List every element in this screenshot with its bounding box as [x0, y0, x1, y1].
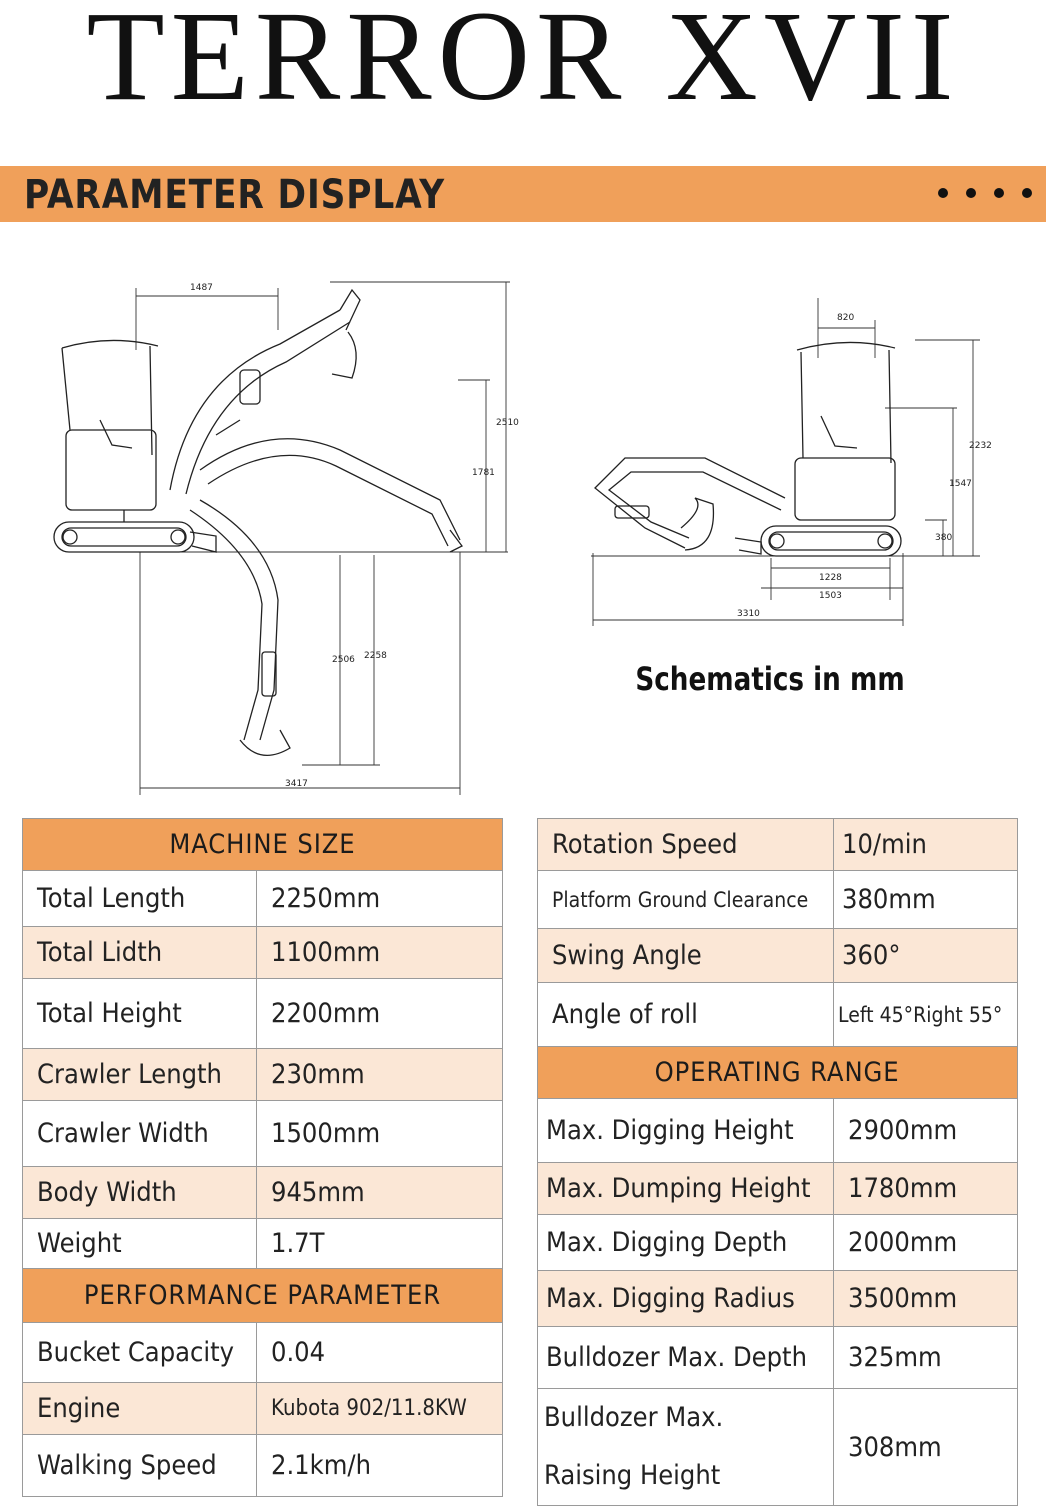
dot-icon [938, 188, 948, 198]
row-value: 380mm [833, 870, 1018, 929]
row-label: Swing Angle [537, 928, 834, 983]
performance-header: PERFORMANCE PARAMETER [22, 1268, 503, 1323]
row-label: Angle of roll [537, 982, 834, 1047]
table-row: Bulldozer Max. Raising Height 308mm [537, 1388, 1018, 1506]
machine-size-table: MACHINE SIZE Total Length 2250mm Total L… [22, 818, 503, 1497]
dim-label: 1487 [190, 283, 213, 293]
row-label: Total Length [22, 870, 257, 927]
row-value: 1500mm [256, 1100, 503, 1167]
banner-dots [938, 188, 1032, 198]
row-value: 0.04 [256, 1322, 503, 1383]
row-label: Max. Digging Height [537, 1098, 834, 1163]
table-row: Total Length 2250mm [22, 870, 503, 927]
dim-label: 820 [837, 313, 854, 323]
row-value: 10/min [833, 818, 1018, 871]
row-value: 325mm [833, 1326, 1018, 1389]
table-row: Bucket Capacity 0.04 [22, 1322, 503, 1383]
operating-range-header-row: OPERATING RANGE [537, 1046, 1018, 1099]
table-row: Platform Ground Clearance 380mm [537, 870, 1018, 929]
row-label: Bulldozer Max. Raising Height [537, 1388, 834, 1506]
row-label: Body Width [22, 1166, 257, 1219]
dim-label: 3417 [285, 779, 308, 789]
page-title: TERROR XVII [86, 0, 960, 127]
row-value: Left 45°Right 55° [833, 982, 1018, 1047]
dim-label: 3310 [737, 609, 760, 619]
row-value: 2.1km/h [256, 1434, 503, 1497]
row-value: 360° [833, 928, 1018, 983]
table-row: Bulldozer Max. Depth 325mm [537, 1326, 1018, 1389]
row-value: 1.7T [256, 1218, 503, 1269]
side-view-schematic: 1487 2510 1781 2506 2258 3417 [40, 270, 520, 800]
row-label: Bucket Capacity [22, 1322, 257, 1383]
dim-label: 1547 [949, 479, 972, 489]
table-row: Rotation Speed 10/min [537, 818, 1018, 871]
row-value: 230mm [256, 1048, 503, 1101]
dim-label: 2510 [496, 418, 519, 428]
table-row: Max. Digging Height 2900mm [537, 1098, 1018, 1163]
row-value: 3500mm [833, 1270, 1018, 1327]
row-value: 2900mm [833, 1098, 1018, 1163]
dot-icon [966, 188, 976, 198]
row-label: Crawler Width [22, 1100, 257, 1167]
rear-view-schematic: 820 2232 1547 380 1228 1503 3310 [585, 298, 1005, 638]
dim-label: 380 [935, 533, 952, 543]
dot-icon [1022, 188, 1032, 198]
row-label: Weight [22, 1218, 257, 1269]
row-label: Engine [22, 1382, 257, 1435]
operating-range-header: OPERATING RANGE [537, 1046, 1018, 1099]
row-label: Total Height [22, 978, 257, 1049]
row-value: Kubota 902/11.8KW [256, 1382, 503, 1435]
table-row: Angle of roll Left 45°Right 55° [537, 982, 1018, 1047]
row-label: Max. Digging Depth [537, 1214, 834, 1271]
table-row: Max. Dumping Height 1780mm [537, 1162, 1018, 1215]
schematic-caption: Schematics in mm [635, 660, 905, 698]
table-row: Crawler Length 230mm [22, 1048, 503, 1101]
table-row: Engine Kubota 902/11.8KW [22, 1382, 503, 1435]
table-row: Max. Digging Depth 2000mm [537, 1214, 1018, 1271]
table-row: Crawler Width 1500mm [22, 1100, 503, 1167]
row-value: 2250mm [256, 870, 503, 927]
row-value: 1100mm [256, 926, 503, 979]
performance-header-row: PERFORMANCE PARAMETER [22, 1268, 503, 1323]
row-label: Max. Digging Radius [537, 1270, 834, 1327]
row-label: Max. Dumping Height [537, 1162, 834, 1215]
table-row: Body Width 945mm [22, 1166, 503, 1219]
row-label: Platform Ground Clearance [537, 870, 834, 929]
table-row: Weight 1.7T [22, 1218, 503, 1269]
table-row: Max. Digging Radius 3500mm [537, 1270, 1018, 1327]
row-label: Bulldozer Max. Depth [537, 1326, 834, 1389]
row-value: 1780mm [833, 1162, 1018, 1215]
dim-label: 1781 [472, 468, 495, 478]
dot-icon [994, 188, 1004, 198]
table-row: Swing Angle 360° [537, 928, 1018, 983]
table-row: Total Height 2200mm [22, 978, 503, 1049]
banner-title: PARAMETER DISPLAY [24, 172, 446, 218]
dim-label: 1228 [819, 573, 842, 583]
dim-label: 2232 [969, 441, 992, 451]
dim-label: 2506 [332, 655, 355, 665]
row-value: 2200mm [256, 978, 503, 1049]
row-label: Crawler Length [22, 1048, 257, 1101]
dim-label: 1503 [819, 591, 842, 601]
machine-size-header-row: MACHINE SIZE [22, 818, 503, 871]
row-label: Total Lidth [22, 926, 257, 979]
operating-table: Rotation Speed 10/min Platform Ground Cl… [537, 818, 1018, 1506]
row-value: 308mm [833, 1388, 1018, 1506]
table-row: Total Lidth 1100mm [22, 926, 503, 979]
dim-label: 2258 [364, 651, 387, 661]
table-row: Walking Speed 2.1km/h [22, 1434, 503, 1497]
row-label: Walking Speed [22, 1434, 257, 1497]
row-value: 945mm [256, 1166, 503, 1219]
row-label: Rotation Speed [537, 818, 834, 871]
machine-size-header: MACHINE SIZE [22, 818, 503, 871]
row-value: 2000mm [833, 1214, 1018, 1271]
parameter-banner: PARAMETER DISPLAY [0, 166, 1046, 222]
